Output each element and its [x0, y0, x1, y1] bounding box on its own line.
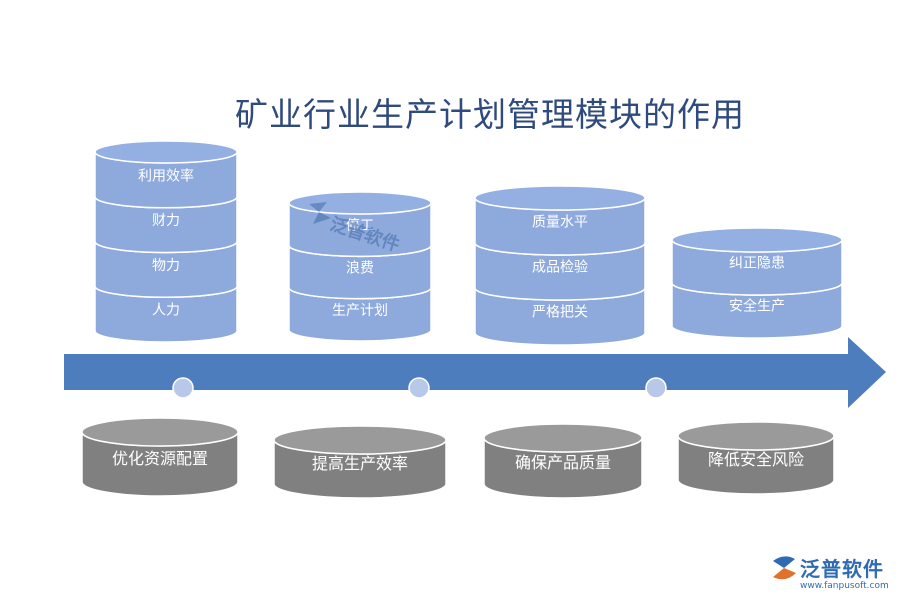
brand-logo: 泛普软件 www.fanpusoft.com	[770, 553, 896, 597]
outcome-cylinder-1: 优化资源配置	[81, 417, 239, 497]
outcome-label: 提高生产效率	[312, 454, 408, 473]
stack-layer-label: 严格把关	[532, 305, 588, 321]
stack-layer-label: 浪费	[346, 261, 374, 277]
logo-name: 泛普软件	[800, 557, 884, 581]
timeline-arrow	[64, 337, 886, 408]
stack-layer-label: 财力	[152, 213, 180, 229]
stack-layer	[94, 140, 238, 209]
cylinder-top	[288, 191, 432, 215]
cylinder-top	[81, 417, 239, 447]
stack-layer-label: 人力	[152, 303, 180, 319]
stack-3: 严格把关 成品检验 质量水平	[474, 185, 646, 346]
stack-layer-label: 安全生产	[729, 298, 785, 315]
stack-layer-label: 成品检验	[532, 260, 588, 276]
timeline-dot	[408, 377, 430, 399]
page-title: 矿业行业生产计划管理模块的作用	[235, 95, 745, 134]
cylinder-top	[474, 185, 646, 211]
stack-layer-label: 质量水平	[532, 215, 588, 231]
outcome-cylinder-3: 确保产品质量	[483, 423, 643, 499]
stack-layer-label: 生产计划	[332, 303, 388, 319]
cylinder-top	[94, 140, 238, 164]
timeline-dot	[645, 377, 667, 399]
stack-layer-label: 纠正隐患	[729, 256, 785, 272]
watermark: 泛普软件	[305, 198, 415, 256]
cylinder-top	[671, 227, 843, 253]
cylinder-top	[483, 423, 643, 453]
cylinder-top	[273, 425, 447, 455]
stack-layer	[288, 191, 432, 258]
outcome-label: 确保产品质量	[515, 453, 611, 472]
outcome-label: 降低安全风险	[708, 450, 804, 469]
fanpu-logo-icon	[773, 556, 796, 580]
outcome-cylinder-4: 降低安全风险	[677, 421, 835, 495]
stack-1: 人力 物力 财力 利用效率	[94, 140, 238, 343]
stack-layer-label: 物力	[152, 258, 180, 274]
stack-layer-label: 停工	[346, 217, 374, 234]
stack-layer	[671, 227, 843, 296]
logo-url: www.fanpusoft.com	[800, 581, 889, 591]
cylinder-top	[677, 421, 835, 451]
timeline-dot	[172, 377, 194, 399]
outcome-cylinder-2: 提高生产效率	[273, 425, 447, 499]
stack-layer-label: 利用效率	[138, 167, 194, 184]
outcome-label: 优化资源配置	[112, 449, 208, 468]
fanpu-logo-icon	[309, 202, 331, 224]
stack-layer	[474, 185, 646, 256]
